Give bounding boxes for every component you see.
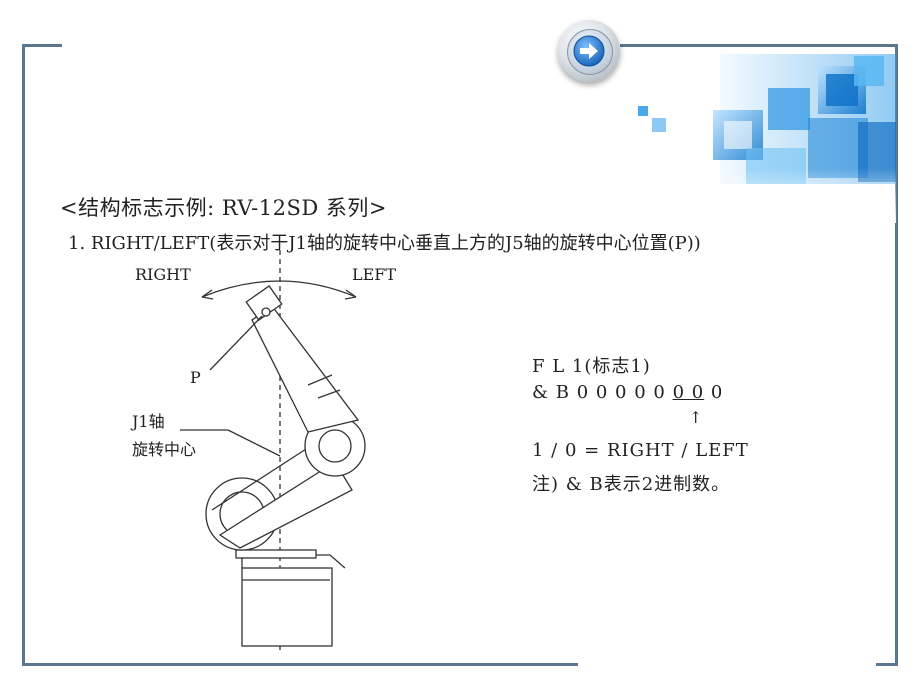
arrow-right-icon: [573, 35, 605, 67]
frame-right: [895, 44, 898, 666]
frame-top-left: [22, 44, 62, 47]
note-line: 注) & B表示2进制数。: [532, 474, 731, 495]
arrow-up-icon: ↑: [689, 408, 704, 427]
slide-title: <结构标志示例: RV-12SD 系列>: [60, 196, 387, 220]
arc-arrow-left-head: [201, 289, 214, 300]
bits-suffix: 0: [704, 382, 724, 403]
label-right: RIGHT: [135, 265, 191, 284]
frame-top-right: [620, 44, 898, 47]
bits-line: & B 0 0 0 0 0 0 0 0: [532, 382, 723, 403]
next-slide-button[interactable]: [558, 20, 620, 82]
label-left: LEFT: [352, 265, 397, 284]
robot-base: [241, 567, 333, 647]
arc-arrow-right-head: [344, 289, 357, 300]
label-j1-axis: J1轴: [132, 412, 165, 431]
blue-cubes-decoration: [638, 54, 896, 223]
label-rotation-center: 旋转中心: [132, 440, 197, 459]
bits-marked: 0 0: [672, 382, 705, 403]
meaning-line: 1 / 0 = RIGHT / LEFT: [532, 440, 749, 461]
robot-arm-diagram: [180, 250, 366, 650]
p-pointer: [209, 315, 263, 371]
frame-bottom: [22, 663, 578, 666]
base-plate: [235, 549, 317, 559]
rotation-arc: [201, 280, 357, 298]
slide-subtitle: 1. RIGHT/LEFT(表示对于J1轴的旋转中心垂直上方的J5轴的旋转中心位…: [68, 233, 701, 254]
frame-left: [22, 44, 25, 666]
label-point-p: P: [190, 368, 201, 387]
point-p-marker: [261, 307, 271, 317]
bits-prefix: & B 0 0 0 0 0: [532, 382, 673, 403]
frame-bottom-right: [876, 663, 898, 666]
upper-arm: [251, 305, 360, 433]
lower-arm: [218, 461, 353, 549]
j1-pointer: [227, 429, 281, 457]
flag-line: F L 1(标志1): [532, 356, 651, 377]
